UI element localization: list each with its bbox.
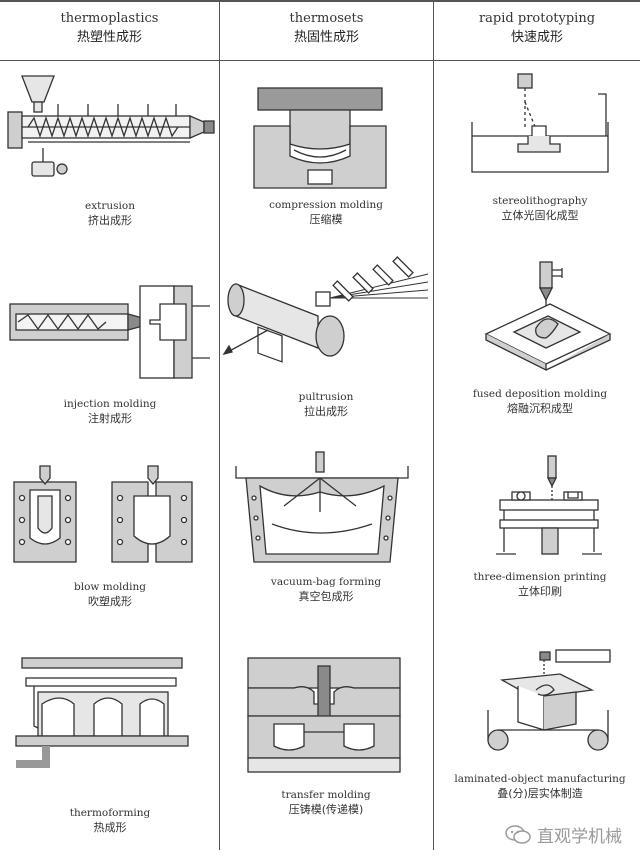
column-header-en: thermoplastics: [60, 11, 159, 26]
caption-zh: 叠(分)层实体制造: [497, 787, 583, 800]
caption-en: thermoforming: [69, 807, 151, 819]
caption-en: compression molding: [269, 199, 383, 211]
caption-zh: 立体光固化成型: [501, 209, 579, 222]
column-header-en: rapid prototyping: [478, 11, 596, 26]
compression-molding-illustration: [253, 87, 387, 189]
column-divider-2: [433, 0, 434, 850]
caption-en: transfer molding: [281, 789, 371, 801]
injection-molding-illustration: [9, 285, 210, 379]
caption-zh: 注射成形: [88, 412, 132, 425]
column-divider-1: [219, 0, 220, 850]
column-header-zh: 热固性成形: [293, 30, 359, 45]
caption-three-dimension-printing: three-dimension printing 立体印刷: [440, 570, 640, 599]
wechat-icon: [505, 824, 531, 844]
blow-molding-illustration: [13, 465, 193, 563]
caption-en: blow molding: [74, 581, 146, 593]
three-dimension-printing-illustration: [496, 455, 602, 555]
caption-en: vacuum-bag forming: [270, 576, 382, 588]
thermoforming-illustration: [15, 657, 189, 768]
column-header-zh: 热塑性成形: [76, 30, 142, 45]
caption-transfer-molding: transfer molding 压铸模(传递模): [226, 788, 426, 817]
caption-fused-deposition-molding: fused deposition molding 熔融沉积成型: [440, 387, 640, 416]
header-rule: [0, 60, 640, 61]
caption-zh: 拉出成形: [304, 405, 348, 418]
caption-en: injection molding: [63, 398, 157, 410]
fused-deposition-molding-illustration: [484, 261, 612, 372]
caption-vacuum-bag-forming: vacuum-bag forming 真空包成形: [226, 575, 426, 604]
caption-zh: 热成形: [93, 821, 127, 834]
column-header-thermoplastics: thermoplastics 热塑性成形: [0, 10, 219, 58]
transfer-molding-illustration: [247, 657, 401, 773]
caption-thermoforming: thermoforming 热成形: [10, 806, 210, 835]
caption-stereolithography: stereolithography 立体光固化成型: [440, 194, 640, 223]
caption-en: laminated-object manufacturing: [454, 773, 626, 785]
caption-zh: 熔融沉积成型: [507, 402, 573, 415]
caption-zh: 压缩模: [309, 213, 343, 226]
stereolithography-illustration: [471, 73, 609, 173]
caption-zh: 挤出成形: [88, 214, 132, 227]
column-header-thermosets: thermosets 热固性成形: [220, 10, 433, 58]
caption-injection-molding: injection molding 注射成形: [10, 397, 210, 426]
pultrusion-illustration: [222, 256, 429, 363]
caption-extrusion: extrusion 挤出成形: [10, 199, 210, 228]
caption-pultrusion: pultrusion 拉出成形: [226, 390, 426, 419]
caption-compression-molding: compression molding 压缩模: [226, 198, 426, 227]
column-header-zh: 快速成形: [510, 30, 563, 45]
caption-blow-molding: blow molding 吹塑成形: [10, 580, 210, 609]
caption-zh: 压铸模(传递模): [288, 803, 364, 816]
caption-en: stereolithography: [492, 195, 588, 207]
laminated-object-manufacturing-illustration: [487, 649, 611, 751]
column-header-rapid-prototyping: rapid prototyping 快速成形: [434, 10, 640, 58]
watermark-text: 直观学机械: [537, 827, 622, 847]
top-rule: [0, 0, 640, 2]
extrusion-illustration: [7, 75, 215, 177]
caption-en: pultrusion: [298, 391, 354, 403]
column-header-en: thermosets: [289, 11, 364, 26]
caption-en: three-dimension printing: [473, 571, 607, 583]
caption-zh: 真空包成形: [298, 590, 354, 603]
caption-laminated-object-manufacturing: laminated-object manufacturing 叠(分)层实体制造: [440, 772, 640, 801]
watermark: 直观学机械: [505, 822, 622, 847]
caption-zh: 吹塑成形: [88, 595, 132, 608]
caption-en: fused deposition molding: [472, 388, 608, 400]
vacuum-bag-forming-illustration: [235, 451, 409, 563]
caption-zh: 立体印刷: [518, 585, 562, 598]
caption-en: extrusion: [85, 200, 135, 212]
